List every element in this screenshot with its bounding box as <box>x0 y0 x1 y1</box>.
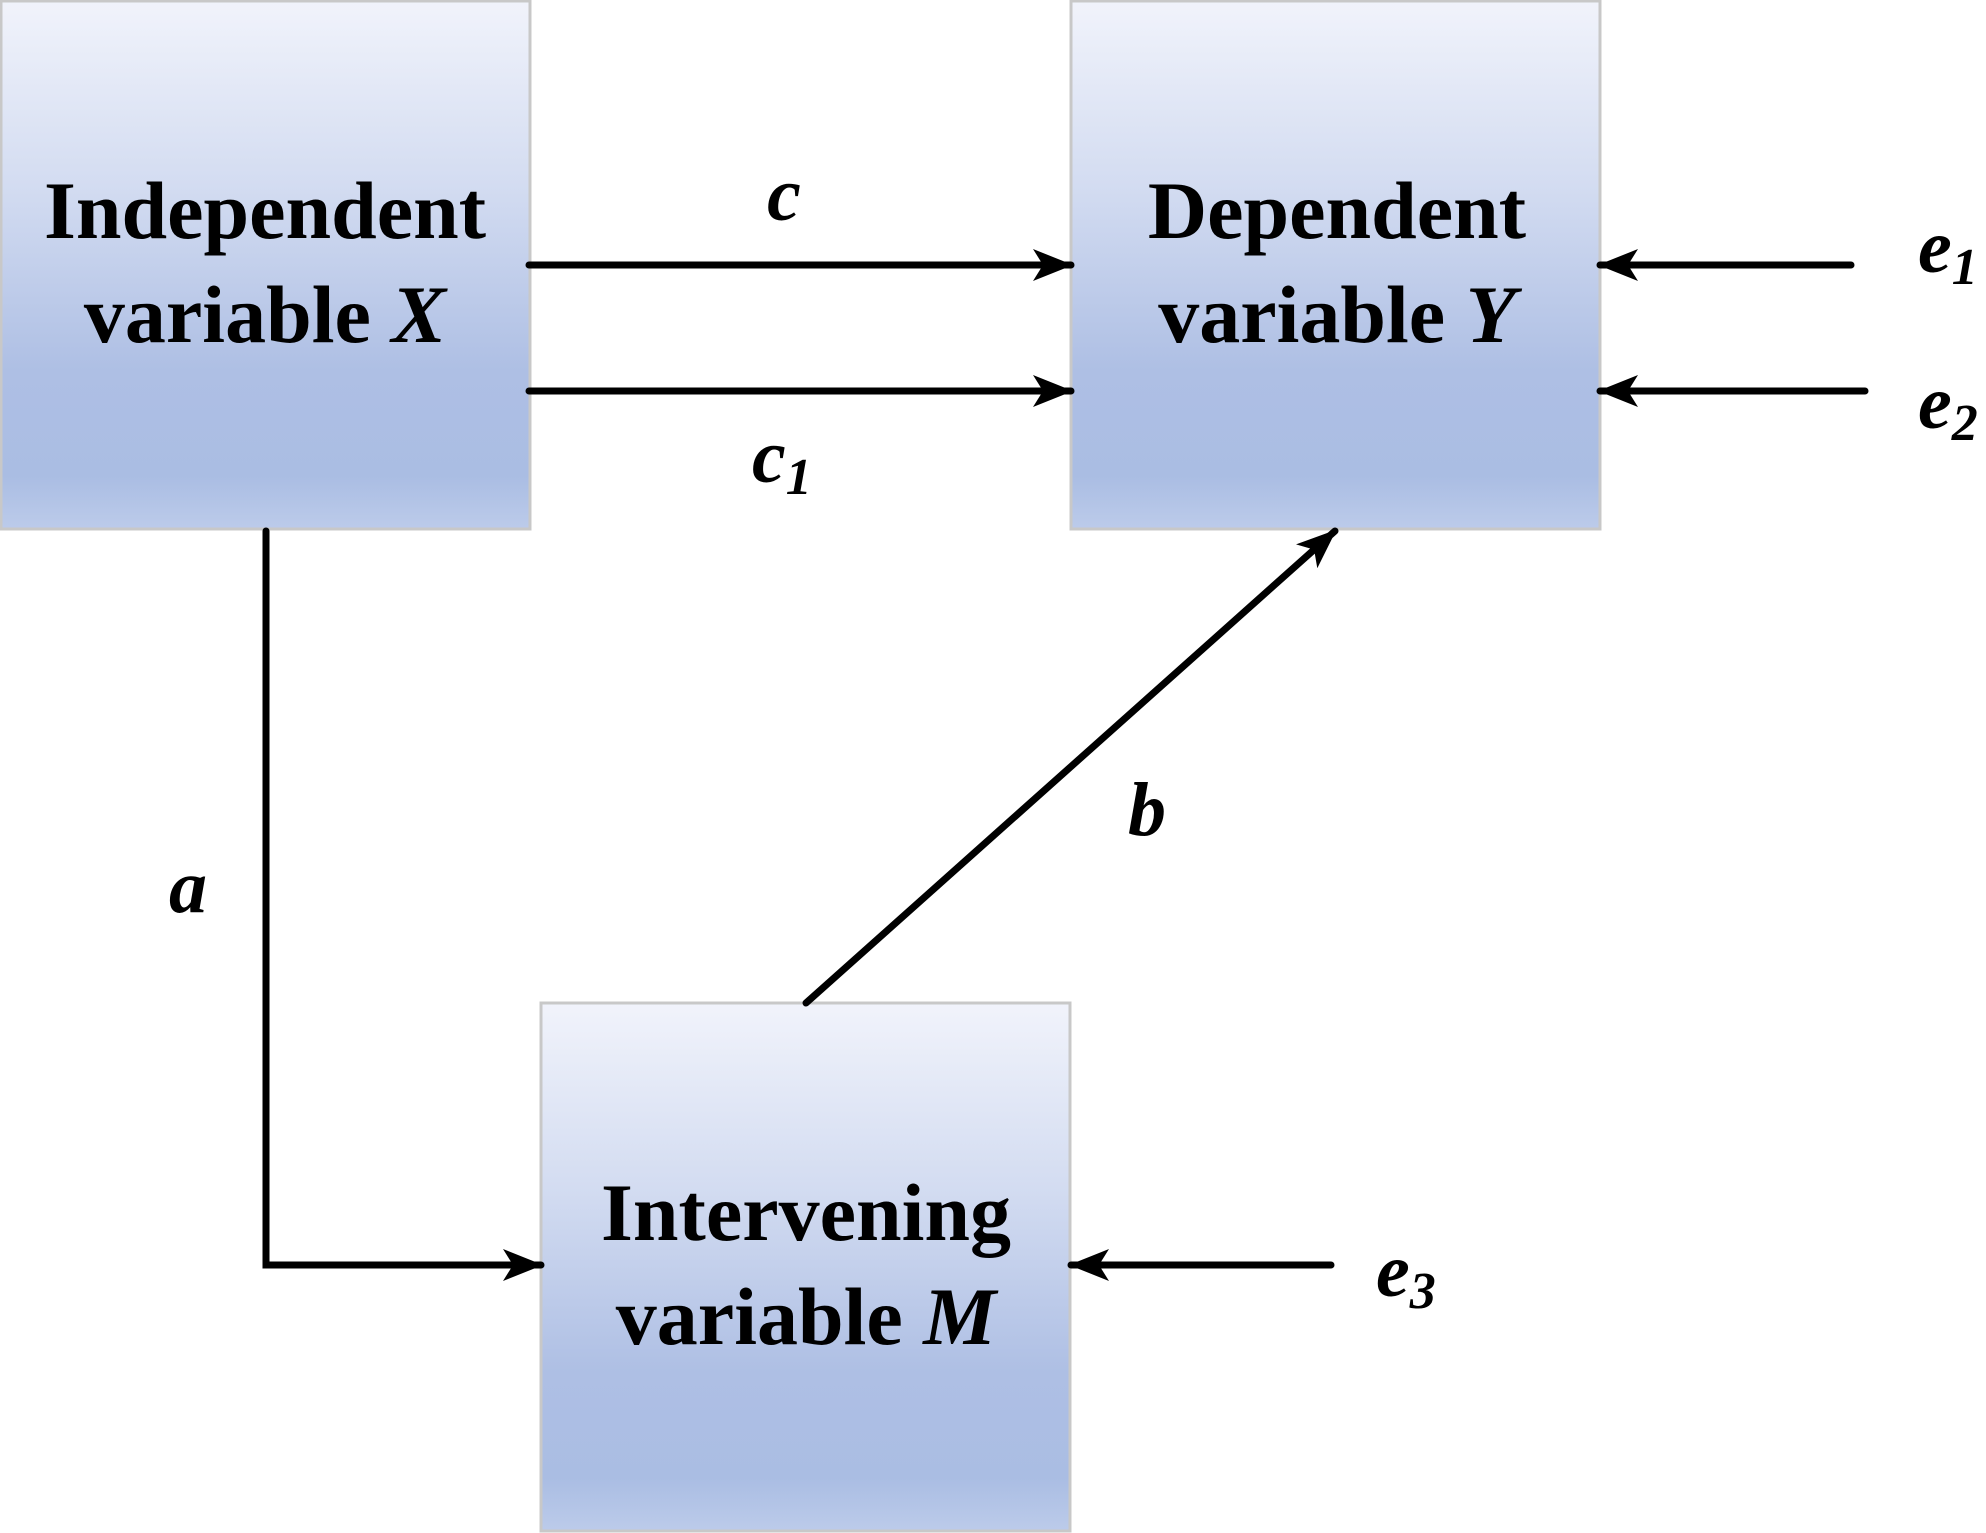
error-e1-label: e1 <box>1918 205 1978 296</box>
dependent-variable-label: Dependent <box>1148 165 1526 256</box>
intervening-variable-label-line2: variable M <box>616 1271 999 1362</box>
dependent-line2-prefix: variable <box>1158 269 1465 360</box>
path-a-label: a <box>169 845 207 929</box>
intervening-variable-label: Intervening <box>601 1167 1011 1258</box>
intervening-line1: Intervening <box>601 1167 1011 1258</box>
independent-variable-label-line2: variable X <box>84 269 448 360</box>
error-e3-sub: 3 <box>1409 1263 1436 1320</box>
error-e2-main: e <box>1918 361 1952 445</box>
path-c1-label: c1 <box>752 415 812 506</box>
intervening-letter: M <box>921 1271 999 1362</box>
path-b-arrow <box>802 527 1339 1007</box>
independent-variable-box <box>0 0 532 531</box>
path-a-arrow <box>262 527 545 1281</box>
intervening-line2-prefix: variable <box>616 1271 923 1362</box>
path-b-main: b <box>1128 768 1166 852</box>
independent-variable-label: Independent <box>44 165 486 256</box>
path-c-main: c <box>767 153 801 237</box>
path-a-main: a <box>169 845 207 929</box>
independent-letter: X <box>388 269 448 360</box>
dependent-variable-box <box>1069 0 1602 531</box>
error-e1-main: e <box>1918 205 1952 289</box>
error-e2-sub: 2 <box>1951 395 1978 452</box>
dependent-variable-label-line2: variable Y <box>1158 269 1522 360</box>
error-e2-label: e2 <box>1918 361 1978 452</box>
independent-line1: Independent <box>44 165 486 256</box>
error-e1-sub: 1 <box>1952 239 1978 296</box>
path-b-label: b <box>1128 768 1166 852</box>
path-c1-sub: 1 <box>786 449 812 506</box>
intervening-variable-box <box>539 1001 1072 1533</box>
dependent-letter: Y <box>1466 269 1523 360</box>
independent-line2-prefix: variable <box>84 269 391 360</box>
error-e3-main: e <box>1376 1229 1410 1313</box>
dependent-line1: Dependent <box>1148 165 1526 256</box>
error-e3-label: e3 <box>1376 1229 1436 1320</box>
path-c-label: c <box>767 153 801 237</box>
path-c1-main: c <box>752 415 786 499</box>
